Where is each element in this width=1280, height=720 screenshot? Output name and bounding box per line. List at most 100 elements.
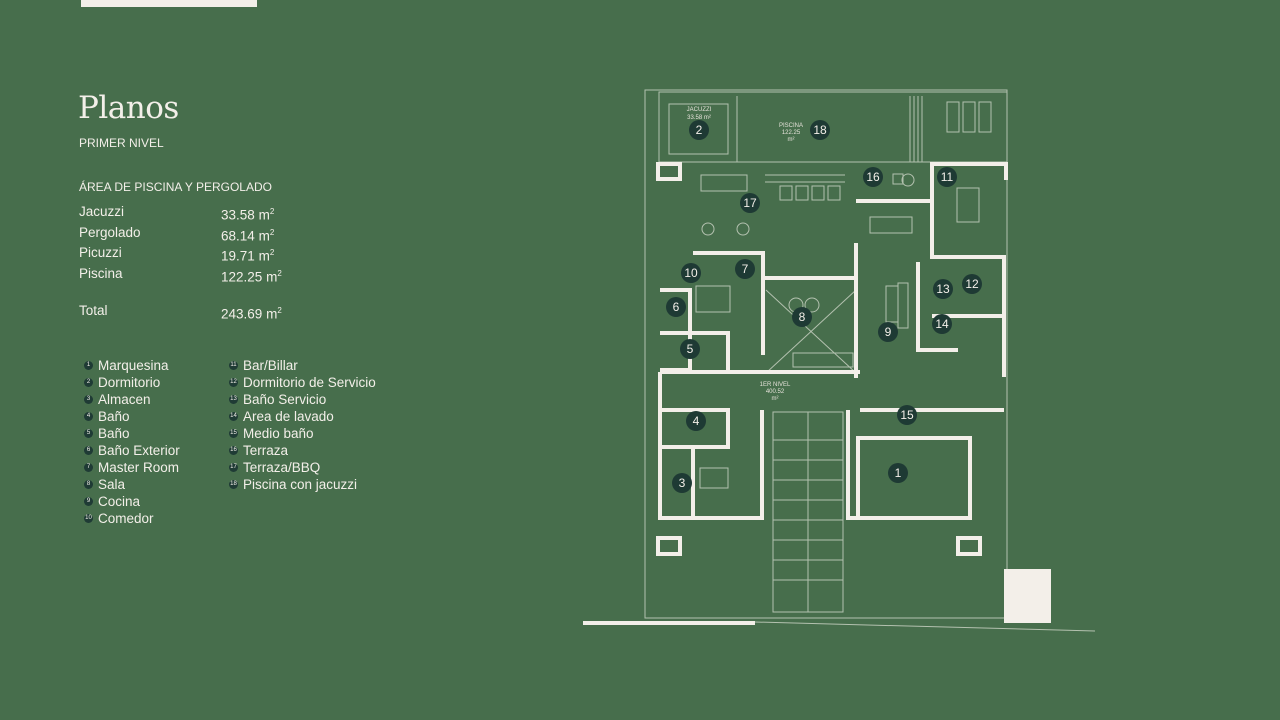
piscina-label: PISCINA bbox=[779, 123, 803, 129]
room-marker-number: 9 bbox=[885, 325, 892, 339]
plan-area-labels: JACUZZI 33.58 m² PISCINA 122.25 m² 1ER N… bbox=[687, 107, 803, 402]
legend-item: 14 Area de lavado bbox=[229, 408, 376, 425]
total-value: 243.69 m2 bbox=[221, 306, 282, 322]
room-marker: 11 bbox=[937, 167, 957, 187]
nivel-unit: m² bbox=[772, 396, 779, 402]
legend-label: Baño bbox=[98, 426, 130, 441]
legend-item: 15 Medio baño bbox=[229, 425, 376, 442]
legend-number-badge: 14 bbox=[229, 412, 238, 421]
room-marker: 13 bbox=[933, 279, 953, 299]
area-total-row: Total 243.69 m2 bbox=[79, 302, 282, 323]
legend-label: Piscina con jacuzzi bbox=[243, 477, 358, 492]
room-marker: 7 bbox=[735, 259, 755, 279]
legend-label: Comedor bbox=[98, 511, 154, 526]
room-marker: 3 bbox=[672, 473, 692, 493]
nivel-label: 1ER NIVEL bbox=[760, 382, 791, 388]
area-name: Picuzzi bbox=[79, 245, 122, 260]
room-marker: 14 bbox=[932, 314, 952, 334]
legend-label: Master Room bbox=[98, 460, 180, 475]
area-name: Pergolado bbox=[79, 224, 141, 240]
piscina-unit: m² bbox=[788, 137, 795, 143]
room-marker-number: 13 bbox=[936, 282, 950, 296]
legend-item: 13 Baño Servicio bbox=[229, 391, 376, 408]
legend-number-badge: 9 bbox=[84, 497, 93, 506]
room-marker: 4 bbox=[686, 411, 706, 431]
legend-label: Terraza/BBQ bbox=[243, 460, 321, 475]
room-marker: 6 bbox=[666, 297, 686, 317]
legend-number-badge: 16 bbox=[229, 446, 238, 455]
area-row: Pergolado 68.14 m2 bbox=[79, 224, 282, 245]
legend-label: Marquesina bbox=[98, 358, 169, 373]
room-marker: 15 bbox=[897, 405, 917, 425]
legend-item: 18 Piscina con jacuzzi bbox=[229, 476, 376, 493]
room-marker-number: 6 bbox=[673, 300, 680, 314]
legend-item: 8 Sala bbox=[84, 476, 180, 493]
legend-item: 4 Baño bbox=[84, 408, 180, 425]
legend-number-badge: 4 bbox=[84, 412, 93, 421]
room-marker-number: 8 bbox=[799, 310, 806, 324]
area-name: Jacuzzi bbox=[79, 204, 125, 219]
legend-item: 17 Terraza/BBQ bbox=[229, 459, 376, 476]
legend-number-badge: 15 bbox=[229, 429, 238, 438]
page-title: Planos bbox=[78, 90, 179, 126]
legend-item: 6 Baño Exterior bbox=[84, 442, 180, 459]
legend-label: Baño Exterior bbox=[98, 443, 180, 458]
legend-number-badge: 6 bbox=[84, 446, 93, 455]
legend-item: 16 Terraza bbox=[229, 442, 376, 459]
legend-label: Dormitorio bbox=[98, 375, 161, 390]
jacuzzi-label: JACUZZI bbox=[687, 107, 712, 113]
legend-number-badge: 18 bbox=[229, 480, 238, 489]
legend-label: Terraza bbox=[243, 443, 289, 458]
room-marker-number: 18 bbox=[813, 123, 827, 137]
room-marker-number: 16 bbox=[866, 170, 880, 184]
area-value: 68.14 m2 bbox=[221, 227, 275, 244]
areas-section-title: ÁREA DE PISCINA Y PERGOLADO bbox=[79, 180, 272, 194]
room-marker: 12 bbox=[962, 274, 982, 294]
area-row: Picuzzi 19.71 m2 bbox=[79, 244, 282, 265]
top-tab-bar bbox=[81, 0, 257, 7]
room-marker-number: 3 bbox=[679, 476, 686, 490]
piscina-area: 122.25 bbox=[782, 130, 801, 136]
legend-label: Almacen bbox=[98, 392, 151, 407]
area-value: 19.71 m2 bbox=[221, 248, 275, 264]
area-value: 122.25 m2 bbox=[221, 268, 282, 285]
legend-number-badge: 7 bbox=[84, 463, 93, 472]
legend-label: Sala bbox=[98, 477, 126, 492]
legend-number-badge: 5 bbox=[84, 429, 93, 438]
room-marker: 10 bbox=[681, 263, 701, 283]
legend-number-badge: 3 bbox=[84, 395, 93, 404]
legend-number-badge: 12 bbox=[229, 378, 238, 387]
legend-number-badge: 13 bbox=[229, 395, 238, 404]
legend-number-badge: 2 bbox=[84, 378, 93, 387]
legend-number-badge: 17 bbox=[229, 463, 238, 472]
room-marker: 16 bbox=[863, 167, 883, 187]
legend-number-badge: 8 bbox=[84, 480, 93, 489]
room-marker-number: 7 bbox=[742, 262, 749, 276]
room-marker-number: 17 bbox=[743, 196, 757, 210]
area-row: Jacuzzi 33.58 m2 bbox=[79, 203, 282, 224]
legend-label: Medio baño bbox=[243, 426, 314, 441]
room-marker: 17 bbox=[740, 193, 760, 213]
area-value: 33.58 m2 bbox=[221, 207, 275, 223]
room-marker: 9 bbox=[878, 322, 898, 342]
legend-label: Baño bbox=[98, 409, 130, 424]
legend-label: Baño Servicio bbox=[243, 392, 327, 407]
room-marker: 5 bbox=[680, 339, 700, 359]
room-marker-number: 12 bbox=[965, 277, 979, 291]
room-marker-number: 15 bbox=[900, 408, 914, 422]
room-marker-number: 5 bbox=[687, 342, 694, 356]
legend-label: Area de lavado bbox=[243, 409, 334, 424]
total-label: Total bbox=[79, 303, 108, 318]
room-marker-number: 1 bbox=[895, 466, 902, 480]
nivel-area: 400.52 bbox=[766, 389, 785, 395]
areas-table: Jacuzzi 33.58 m2 Pergolado 68.14 m2 Picuzz… bbox=[79, 203, 282, 323]
room-marker: 8 bbox=[792, 307, 812, 327]
